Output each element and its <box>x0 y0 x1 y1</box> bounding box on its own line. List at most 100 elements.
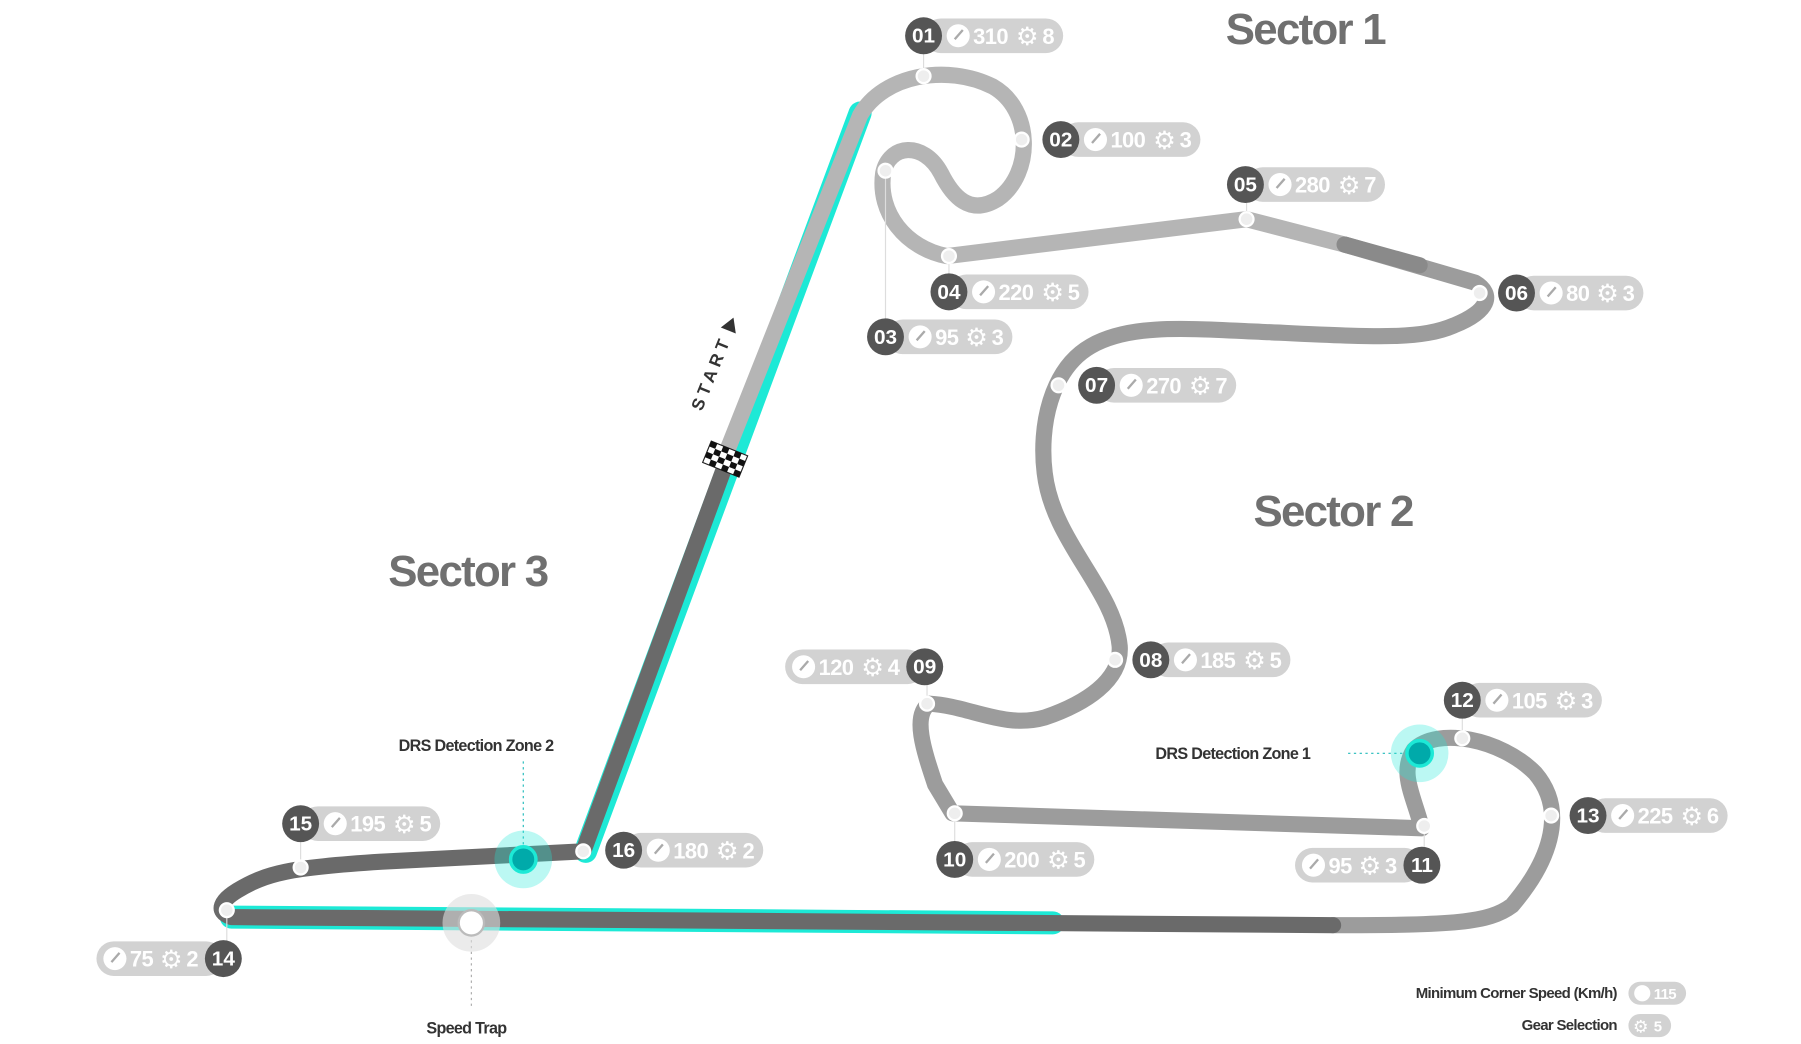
legend-speed-label: Minimum Corner Speed (Km/h) <box>1416 985 1618 1002</box>
gear-icon: ⚙ <box>1041 277 1064 307</box>
corner-number: 06 <box>1505 282 1528 305</box>
corner-node[interactable] <box>1416 817 1433 835</box>
track-sector-2 <box>912 236 1561 934</box>
speedometer-needle <box>1309 858 1319 870</box>
corner-gear: 5 <box>419 812 431 837</box>
corner-speed: 180 <box>673 838 708 863</box>
gear-icon: ⚙ <box>1633 1017 1649 1037</box>
corner-node[interactable] <box>940 248 958 265</box>
legend-speed-example: 115 <box>1654 986 1676 1003</box>
corner-gear: 3 <box>1385 853 1397 878</box>
corner-gear: 7 <box>1215 373 1227 398</box>
corner-badge <box>930 273 968 311</box>
gear-icon: ⚙ <box>1596 278 1619 308</box>
corner-gear: 3 <box>1623 281 1635 306</box>
corner-badge <box>1226 166 1264 204</box>
drs-detection-1-point[interactable] <box>1405 738 1435 768</box>
gear-icon: ⚙ <box>1189 371 1212 401</box>
corner-gear: 3 <box>992 325 1004 350</box>
corner-badge <box>1569 797 1607 835</box>
corner-gear: 5 <box>1068 280 1080 305</box>
corner-gear: 2 <box>186 947 198 972</box>
corner-node[interactable] <box>218 902 235 919</box>
corner-number: 11 <box>1411 854 1433 877</box>
legend-gear-example: 5 <box>1654 1018 1662 1035</box>
corner-pill <box>785 649 925 685</box>
speed-trap-point[interactable] <box>457 909 486 937</box>
corner-node[interactable] <box>1471 284 1488 302</box>
start-marker: START <box>687 317 736 413</box>
corner-number: 02 <box>1049 129 1072 152</box>
corner-node[interactable] <box>1238 211 1255 228</box>
speedometer-needle <box>1492 693 1503 705</box>
corner-speed: 280 <box>1295 173 1330 198</box>
corner-speed: 75 <box>130 947 154 972</box>
corner-pill <box>96 941 224 976</box>
corner-node[interactable] <box>915 68 932 85</box>
drs-zones <box>219 101 1065 935</box>
corner-speed: 105 <box>1512 688 1547 713</box>
corner-node[interactable] <box>1454 730 1471 747</box>
speedometer-needle <box>1275 178 1286 189</box>
gear-icon: ⚙ <box>1047 845 1070 875</box>
speedometer-needle <box>915 330 926 342</box>
corner-node[interactable] <box>1013 131 1030 148</box>
corner-node[interactable] <box>877 162 894 179</box>
corner-speed: 310 <box>973 24 1008 49</box>
corner-badge <box>867 318 904 356</box>
speedometer-needle <box>1126 378 1137 390</box>
corner-speed: 220 <box>999 280 1034 305</box>
corner-gear: 5 <box>1074 848 1086 873</box>
start-label: START <box>687 332 735 413</box>
legend-gear-label: Gear Selection <box>1522 1017 1618 1034</box>
checkered-flag-icon <box>701 440 749 478</box>
speedometer-needle <box>984 852 995 864</box>
corner-badge <box>1078 366 1116 404</box>
corner-node[interactable] <box>946 805 963 822</box>
sector-2-title: Sector 2 <box>1253 487 1412 536</box>
sector-3-title: Sector 3 <box>388 547 547 596</box>
speedometer-needle <box>1618 809 1629 820</box>
corner-badge <box>1132 641 1170 679</box>
speedometer-needle <box>799 660 810 671</box>
corner-number: 15 <box>289 813 312 836</box>
speedometer-needle <box>1181 653 1191 665</box>
corner-node[interactable] <box>1050 377 1067 394</box>
corner-node[interactable] <box>1106 651 1124 668</box>
drs-detection-2-point[interactable] <box>508 845 538 874</box>
corner-number: 12 <box>1451 689 1474 712</box>
corner-node[interactable] <box>1543 807 1560 824</box>
corner-badge <box>1498 274 1535 312</box>
corner-speed: 200 <box>1004 848 1039 873</box>
corner-badge <box>1403 846 1441 884</box>
corner-node[interactable] <box>292 859 309 876</box>
corner-speed: 185 <box>1200 648 1235 673</box>
corner-node[interactable] <box>575 843 592 860</box>
gear-icon: ⚙ <box>1358 850 1381 880</box>
corner-speed: 80 <box>1566 281 1590 306</box>
corner-number: 13 <box>1576 805 1599 828</box>
gear-icon: ⚙ <box>393 809 416 839</box>
gear-icon: ⚙ <box>716 835 739 865</box>
corner-number: 09 <box>913 656 936 679</box>
corner-node[interactable] <box>918 695 936 712</box>
corner-label-06[interactable]: 06 80⚙3 <box>1471 274 1644 312</box>
corner-pill <box>1295 847 1422 883</box>
